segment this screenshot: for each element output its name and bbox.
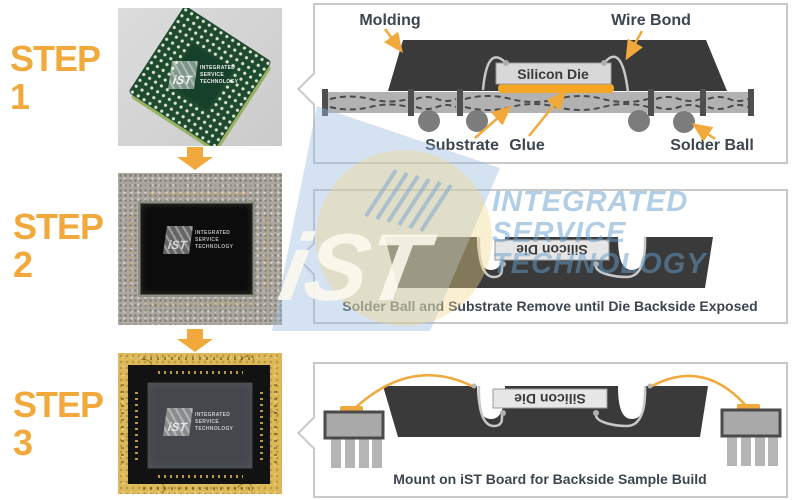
step-2-number: 2 [13,244,33,285]
silicon-die-label: Silicon Die [517,66,589,82]
down-arrow-2 [177,329,213,352]
solder-balls [418,110,695,133]
wire-notch [618,237,646,270]
ist-logo-photo1: iST INTEGRATED SERVICE TECHNOLOGY [168,61,239,89]
ist-logo-photo3: iST INTEGRATED SERVICE TECHNOLOGY [163,408,234,436]
wire-bonds [477,385,647,428]
ist-logo-lines: INTEGRATED SERVICE TECHNOLOGY [195,411,234,432]
silicon-die-block [494,239,610,261]
step-1-word: STEP [10,38,101,79]
glue-layer [498,84,614,93]
photo-bga-package: iST INTEGRATED SERVICE TECHNOLOGY [118,8,282,146]
step-3-number: 3 [13,422,33,463]
molding-label: Molding [359,12,420,29]
board-connector-left [323,406,385,468]
wire-bonds [477,236,647,279]
ist-logo-lines: INTEGRATED SERVICE TECHNOLOGY [200,64,239,85]
step-3-word: STEP [13,384,104,425]
down-arrow-1 [177,147,213,170]
ist-logo-mark: iST [163,408,193,436]
board-connector-right [720,404,782,466]
solder-ball-label: Solder Ball [670,137,754,154]
silicon-die-label-flipped: Silicon Die [514,391,586,407]
glue-label: Glue [509,137,545,154]
substrate-label: Substrate [425,137,499,154]
panel-step3-diagram: Silicon Die [297,362,788,498]
package-cross-section-diagram: Silicon Die Molding Wire Bond Substrate … [322,12,754,154]
step2-caption: Solder Ball and Substrate Remove until D… [342,298,757,314]
step-1-number: 1 [10,76,30,117]
silicon-die-block [492,388,608,409]
ist-logo-lines: INTEGRATED SERVICE TECHNOLOGY [195,229,234,250]
ist-logo-photo2: iST INTEGRATED SERVICE TECHNOLOGY [163,226,234,254]
exposed-die-area [138,201,255,297]
mounted-sample-diagram: Silicon Die [323,374,782,487]
callout-arrows [384,28,716,142]
step3-caption: Mount on iST Board for Backside Sample B… [393,471,706,487]
ist-logo-mark: iST [163,226,193,254]
wire-bonds [481,55,630,93]
silicon-die-block [495,62,612,85]
step-3-label: STEP 3 [13,384,104,463]
photo-mounted-board: iST INTEGRATED SERVICE TECHNOLOGY [118,353,282,494]
substrate-band [322,89,754,116]
step-2-word: STEP [13,206,104,247]
step-1-label: STEP 1 [10,38,101,117]
wire-bond-label: Wire Bond [611,12,691,29]
wire-notch [618,386,646,419]
panel-step1-diagram: Silicon Die Molding Wire Bond Substrate … [297,3,788,164]
flipped-die-diagram: Silicon Die Solder Ball and Substrate Re… [342,236,758,314]
panel-step2-diagram: Silicon Die Solder Ball and Substrate Re… [297,189,788,324]
jump-wires [352,374,749,411]
photo-die-exposed: iST INTEGRATED SERVICE TECHNOLOGY [118,173,282,325]
silicon-die-label-flipped: Silicon Die [516,242,588,258]
chip-frame [128,365,270,484]
step-2-label: STEP 2 [13,206,104,285]
ist-logo-mark: iST [168,61,198,89]
